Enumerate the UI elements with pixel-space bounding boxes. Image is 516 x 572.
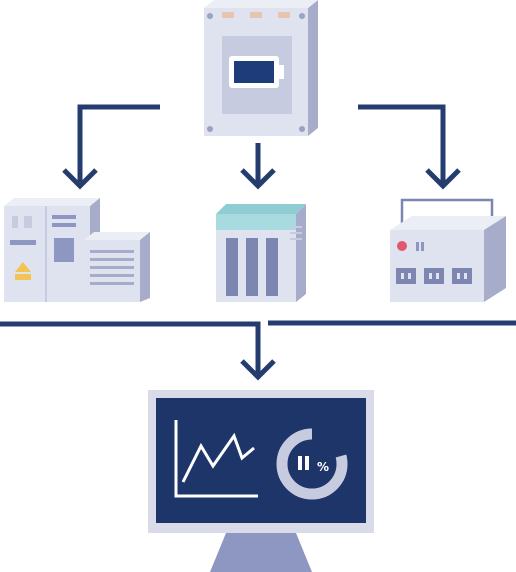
warning-icon [15, 262, 31, 272]
monitor-stand [210, 533, 312, 572]
arrowhead-right [425, 168, 461, 190]
power-source-terminal [278, 12, 290, 18]
psu-handle [400, 198, 494, 224]
outlet-icon [396, 268, 416, 284]
screw-icon [299, 126, 305, 132]
line-chart-icon [174, 420, 258, 498]
monitor-screen [156, 398, 366, 523]
monitor-icon: % [148, 390, 374, 572]
server-rack-icon [216, 204, 306, 302]
power-source-side [308, 0, 318, 136]
screw-icon [299, 13, 305, 19]
battery-icon [229, 56, 284, 88]
collector-arrows [0, 320, 516, 381]
collector-line-left [0, 321, 261, 377]
power-supply-unit-icon [390, 198, 506, 302]
arrow-to-right-device [358, 104, 446, 186]
power-source-top [204, 0, 318, 8]
power-source-terminal [250, 12, 262, 18]
donut-gauge-icon: % [276, 427, 348, 500]
distribution-arrows [62, 104, 461, 190]
arrowhead-monitor [240, 359, 276, 381]
arrow-to-left-device [77, 104, 160, 186]
arrowhead-left [62, 168, 98, 190]
indicator-light-icon [397, 241, 407, 251]
outlet-icon [452, 268, 472, 284]
screw-icon [207, 13, 213, 19]
power-source-terminal [222, 12, 234, 18]
gauge-percent-label: % [317, 460, 329, 474]
power-source-device [204, 0, 318, 136]
control-cabinet-icon [4, 198, 150, 302]
outlet-icon [424, 268, 444, 284]
gauge-bar [305, 456, 309, 470]
arrowhead-center [240, 168, 276, 190]
gauge-bar [298, 456, 302, 470]
screw-icon [207, 126, 213, 132]
